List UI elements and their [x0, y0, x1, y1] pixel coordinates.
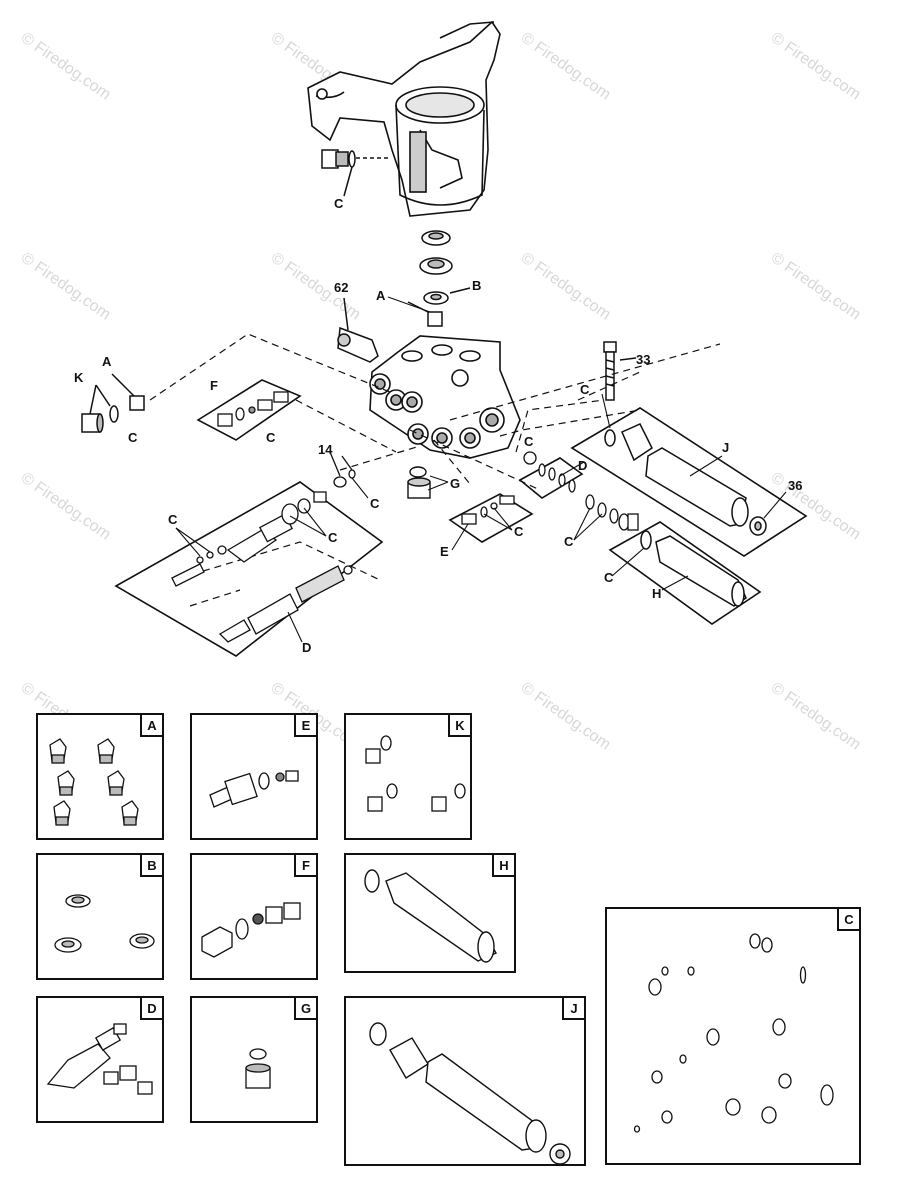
callout-e: E: [440, 544, 449, 559]
orings-right: [585, 494, 639, 531]
crankcase-housing: [307, 20, 501, 217]
kit-g-parts: [407, 466, 431, 499]
panel-label: A: [140, 715, 162, 737]
callout-36: 36: [788, 478, 802, 493]
kit-e-parts: [461, 495, 515, 525]
callout-leaders: [175, 296, 787, 643]
part-14: [329, 451, 356, 488]
callout-d: D: [302, 640, 311, 655]
callout-c: C: [370, 496, 380, 511]
panel-label: D: [140, 998, 162, 1020]
callout-c: C: [128, 430, 138, 445]
kit-panel-j: J: [344, 996, 586, 1166]
kit-j-parts: [604, 423, 767, 536]
callout-c: C: [564, 534, 574, 549]
callout-c: C: [168, 512, 178, 527]
kit-j-icon: [369, 1022, 571, 1165]
callout-j: J: [722, 440, 729, 455]
callout-g: G: [450, 476, 460, 491]
watermark: © Firedog.com: [268, 249, 364, 323]
kit-h-icon: [364, 869, 497, 963]
callout-f: F: [210, 378, 218, 393]
callout-14: 14: [318, 442, 333, 457]
pump-manifold: [369, 335, 521, 459]
kit-panel-k: K: [344, 713, 472, 840]
callout-c: C: [266, 430, 276, 445]
kit-panel-g: G: [190, 996, 318, 1123]
callout-labels: C 62 A B 33 A K C F C 14 C C D G C J 36 …: [74, 196, 802, 655]
watermark: © Firedog.com: [518, 249, 614, 323]
kit-k-icon: [365, 735, 466, 812]
watermark: © Firedog.com: [18, 249, 114, 323]
watermark: © Firedog.com: [768, 249, 864, 323]
kit-panel-c: C: [605, 907, 861, 1165]
kit-panel-d: D: [36, 996, 164, 1123]
callout-h: H: [652, 586, 661, 601]
kit-panel-e: E: [190, 713, 318, 840]
watermark: © Firedog.com: [518, 29, 614, 103]
kit-e-icon: [209, 770, 299, 808]
watermark: © Firedog.com: [768, 469, 864, 543]
panel-label: C: [837, 909, 859, 931]
kit-f-icon: [201, 902, 301, 958]
callout-b: B: [472, 278, 481, 293]
panel-label: G: [294, 998, 316, 1020]
kit-h-parts: [640, 530, 747, 607]
kit-d-small-parts: [523, 451, 576, 493]
watermark: © Firedog.com: [18, 29, 114, 103]
seal-stack: [407, 230, 471, 327]
callout-c: C: [334, 196, 344, 211]
panel-label: F: [294, 855, 316, 877]
kit-d-large-parts: [171, 491, 353, 643]
housing-plug: [321, 149, 390, 197]
bolt-33: [603, 341, 637, 401]
panel-label: B: [140, 855, 162, 877]
callout-c: C: [524, 434, 534, 449]
unloader-62: [337, 297, 379, 363]
left-plugs: [81, 373, 145, 433]
callout-a: A: [376, 288, 386, 303]
panel-label: K: [448, 715, 470, 737]
callout-62: 62: [334, 280, 348, 295]
kit-panel-h: H: [344, 853, 516, 973]
callout-33: 33: [636, 352, 650, 367]
kit-panel-b: B: [36, 853, 164, 980]
callout-c: C: [604, 570, 614, 585]
callout-k: K: [74, 370, 84, 385]
kit-d-icon: [46, 1023, 153, 1095]
nozzle-set-icon: [49, 738, 139, 826]
kit-panel-f: F: [190, 853, 318, 980]
callout-c: C: [580, 382, 590, 397]
kit-g-icon: [245, 1048, 271, 1089]
kit-f-parts: [217, 391, 289, 427]
callout-c: C: [514, 524, 524, 539]
panel-label: H: [492, 855, 514, 877]
callout-a: A: [102, 354, 112, 369]
watermark: © Firedog.com: [768, 29, 864, 103]
panel-label: J: [562, 998, 584, 1020]
kit-b-icon: [54, 894, 155, 953]
panel-label: E: [294, 715, 316, 737]
watermark: © Firedog.com: [518, 679, 614, 753]
kit-panel-a: A: [36, 713, 164, 840]
watermark: © Firedog.com: [768, 679, 864, 753]
callout-c: C: [328, 530, 338, 545]
callout-d: D: [578, 458, 587, 473]
watermark: © Firedog.com: [18, 469, 114, 543]
oring-set-icon: [633, 933, 834, 1133]
guide-lines: [149, 333, 721, 607]
